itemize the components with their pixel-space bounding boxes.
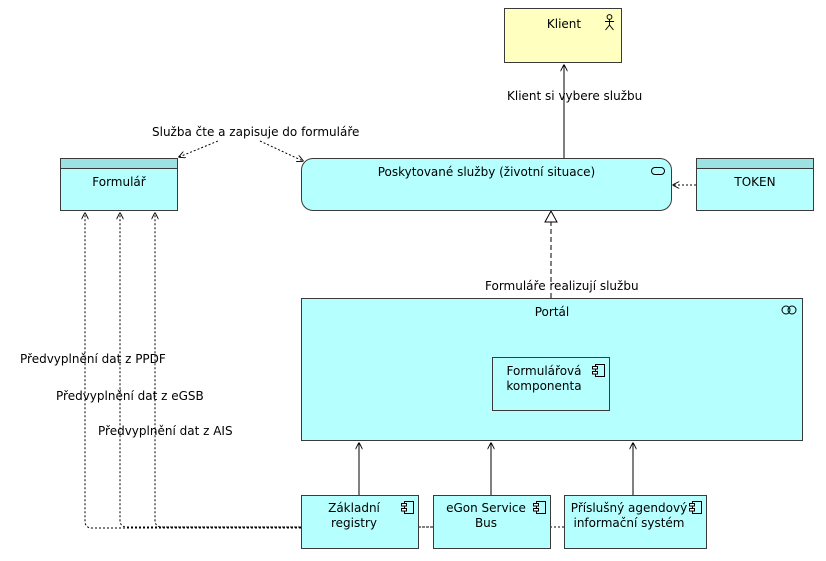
- edge-label-formulare-realizuji: Formuláře realizují službu: [485, 279, 639, 293]
- edge-ais-to-formular: [155, 213, 564, 528]
- edge-sluzby-formular: [179, 140, 303, 161]
- component-icon: [689, 501, 702, 514]
- data-object-icon: [697, 159, 813, 169]
- data-object-icon: [61, 159, 177, 169]
- sluzby-label: Poskytované služby (životní situace): [377, 165, 596, 179]
- registry-label-line1: Základní: [328, 501, 380, 515]
- edge-egsb-to-formular: [120, 213, 433, 528]
- formular-node[interactable]: Formulář: [60, 158, 178, 211]
- egon-label-line2: Bus: [474, 516, 498, 530]
- portal-label: Portál: [534, 305, 570, 319]
- egon-node[interactable]: eGon Service Bus: [433, 495, 551, 549]
- actor-icon: [605, 14, 614, 31]
- klient-node[interactable]: Klient: [504, 8, 622, 63]
- component-icon: [401, 501, 414, 514]
- component-icon: [533, 501, 546, 514]
- edge-label-klient-vybere: Klient si vybere službu: [507, 89, 643, 103]
- registry-node[interactable]: Základní registry: [301, 495, 419, 549]
- edge-label-egsb: Předvyplnění dat z eGSB: [56, 389, 204, 403]
- formular-label: Formulář: [92, 175, 146, 189]
- edge-label-ppdf: Předvyplnění dat z PPDF: [20, 352, 166, 366]
- registry-label-line2: registry: [331, 516, 377, 530]
- interface-icon: [781, 305, 797, 315]
- klient-label: Klient: [546, 17, 582, 31]
- egon-label-line1: eGon Service: [446, 501, 526, 515]
- komponenta-node[interactable]: Formulářová komponenta: [492, 357, 610, 411]
- agendovy-label-line2: informační systém: [573, 516, 685, 530]
- agendovy-node[interactable]: Příslušný agendový informační systém: [564, 495, 707, 549]
- edge-label-ais: Předvyplnění dat z AIS: [98, 424, 233, 438]
- token-label: TOKEN: [734, 175, 776, 189]
- service-icon: [651, 167, 665, 175]
- token-node[interactable]: TOKEN: [696, 158, 814, 211]
- component-icon: [592, 364, 605, 377]
- edge-label-sluzba-cte: Služba čte a zapisuje do formuláře: [152, 125, 360, 139]
- komponenta-label-line2: komponenta: [506, 379, 582, 393]
- edge-ppdf-to-formular: [85, 213, 301, 529]
- realization-triangle: [544, 209, 558, 223]
- sluzby-node[interactable]: Poskytované služby (životní situace): [301, 158, 672, 211]
- komponenta-label-line1: Formulářová: [506, 364, 582, 378]
- agendovy-label-line1: Příslušný agendový: [570, 501, 688, 515]
